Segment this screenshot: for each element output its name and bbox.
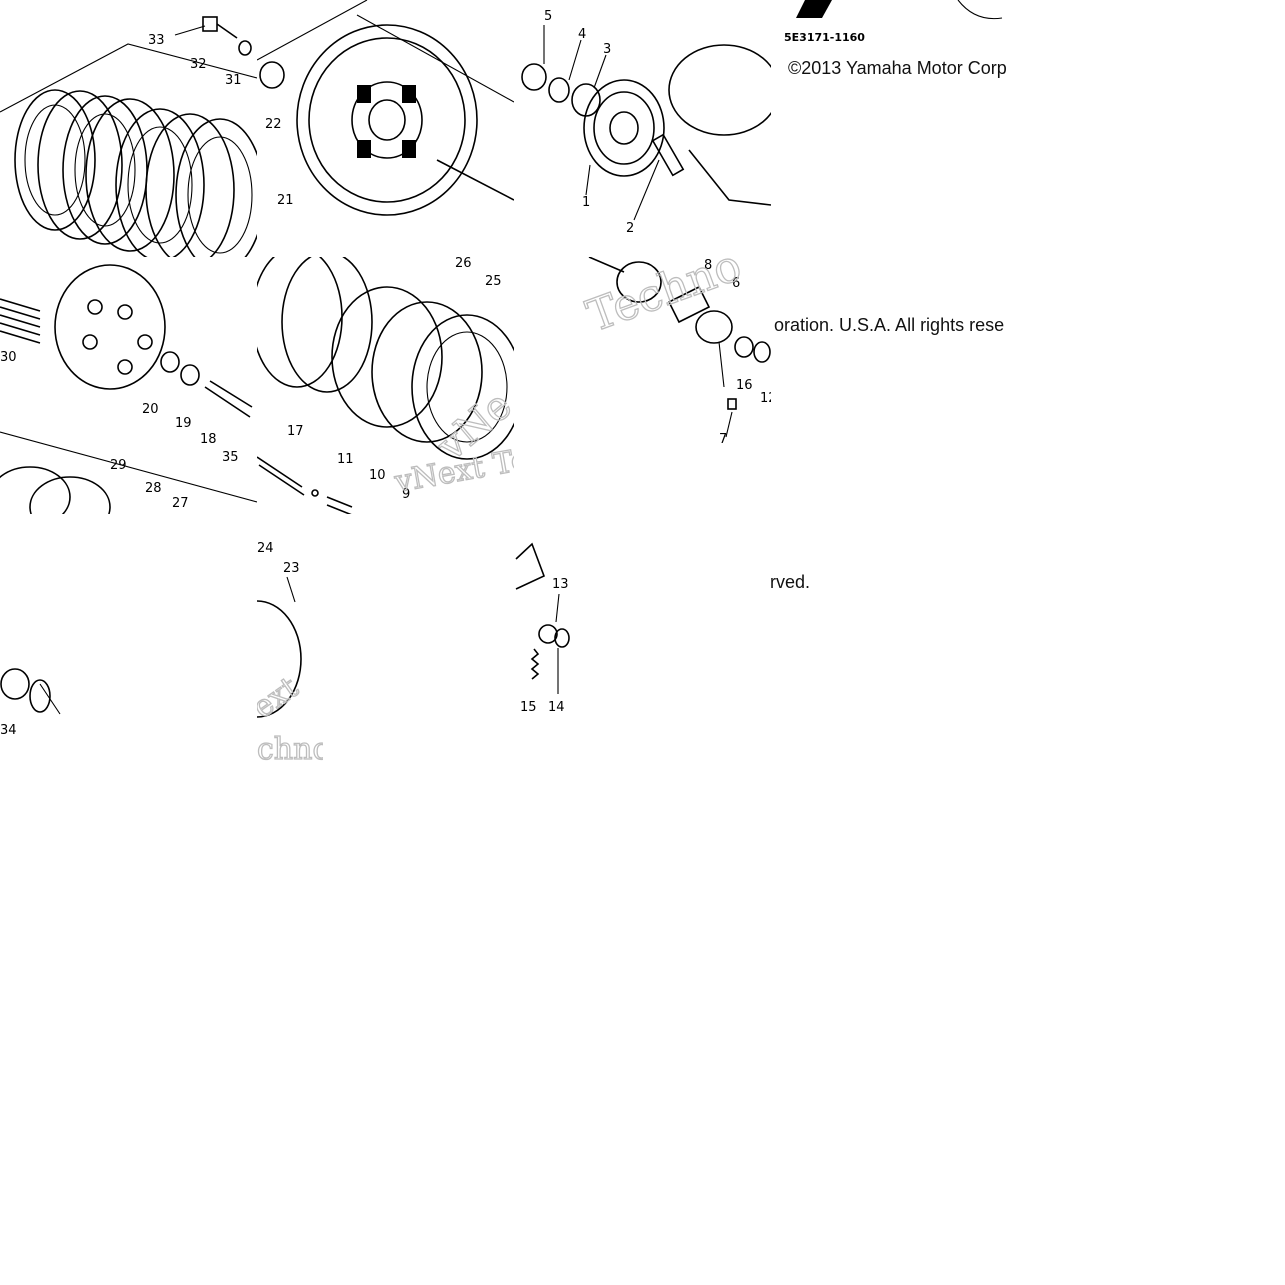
- clutch-plates-drawing: 33 32 31: [0, 16, 257, 257]
- diagram-tile-clutch-plates: 33 32 31: [0, 0, 257, 257]
- diagram-tile-push-lever: 8 6 16 12 7 Techno: [514, 257, 771, 514]
- lever-plate: [616, 261, 662, 303]
- washer-13: [538, 624, 558, 644]
- spring-drawing: 13 14 15: [515, 542, 570, 714]
- diagram-tile-clutch-boss: 26 25 17 11 10 9 vNext Te vNe: [257, 257, 514, 514]
- callout-7: 7: [719, 432, 727, 447]
- lever-8: [667, 285, 711, 324]
- diagram-tile-primary-gear: 5 4 3 1 2: [514, 0, 771, 257]
- pin-7: [727, 398, 737, 410]
- washer-3: [571, 83, 601, 117]
- diagram-tile-pressure-plate: 30 20 19 18 35 29 28 27: [0, 257, 257, 514]
- lever-bracket: [515, 542, 546, 590]
- lower-middle-drawing: 24 23 chno ext: [257, 541, 323, 768]
- callout-11: 11: [337, 452, 354, 467]
- clutch-housing-drawing: 22 21: [257, 0, 514, 216]
- pressure-plate: [54, 264, 166, 390]
- callout-21: 21: [277, 193, 294, 208]
- callout-29: 29: [110, 458, 127, 473]
- copyright-line-2: oration. U.S.A. All rights rese: [774, 315, 1005, 335]
- clutch-housing: [296, 24, 478, 216]
- copyright-line-3: rved.: [770, 572, 811, 592]
- callout-14: 14: [548, 700, 565, 714]
- watermark-text: chno: [257, 732, 323, 767]
- callout-30: 30: [0, 350, 17, 365]
- callout-19: 19: [175, 416, 192, 431]
- washer-32: [238, 40, 252, 56]
- washer-22: [259, 61, 285, 89]
- ball-11: [311, 489, 319, 497]
- callout-20: 20: [142, 402, 159, 417]
- callout-24: 24: [257, 541, 274, 556]
- nut-5: [521, 63, 547, 91]
- callout-3: 3: [603, 42, 611, 57]
- lock-washer-34: [29, 679, 51, 713]
- callout-26: 26: [455, 257, 472, 271]
- crankshaft: [668, 44, 771, 206]
- key-2: [651, 133, 685, 177]
- callout-2: 2: [626, 221, 634, 236]
- primary-gear-drawing: 5 4 3 1 2: [521, 9, 771, 236]
- copyright-line-1: ©2013 Yamaha Motor Corp: [788, 58, 1007, 78]
- bolt-33: [174, 16, 238, 39]
- logo-drawing: [796, 0, 1003, 20]
- watermark-text: ext: [257, 670, 305, 725]
- callout-27: 27: [172, 496, 189, 511]
- callout-33: 33: [148, 33, 165, 48]
- diagram-tile-lower-left: 34: [0, 514, 257, 771]
- nut-14: [554, 628, 570, 648]
- callout-12: 12: [760, 391, 771, 406]
- callout-16: 16: [736, 378, 753, 393]
- callout-34: 34: [0, 723, 17, 738]
- callout-28: 28: [145, 481, 162, 496]
- clutch-boss-drawing: 26 25 17 11 10 9 vNext Te vNe: [257, 257, 514, 514]
- callout-22: 22: [265, 117, 282, 132]
- callout-5: 5: [544, 9, 552, 24]
- callout-25: 25: [485, 274, 502, 289]
- callout-17: 17: [287, 424, 304, 439]
- diagram-tile-spring: 13 14 15: [514, 514, 580, 714]
- primary-driven-gear-23: [257, 600, 302, 718]
- primary-drive-gear: [583, 79, 665, 177]
- callout-9: 9: [402, 487, 410, 502]
- lower-plates: [0, 466, 111, 514]
- shaft-17: [257, 456, 303, 488]
- callout-10: 10: [369, 468, 386, 483]
- push-screw: [588, 257, 625, 273]
- part-code: 5E3171-1160: [784, 31, 865, 44]
- washer-12: [753, 341, 771, 363]
- callout-32: 32: [190, 57, 207, 72]
- callout-15: 15: [520, 700, 537, 714]
- pressure-plate-drawing: 30 20 19 18 35 29 28 27: [0, 264, 257, 514]
- seal-6: [695, 310, 733, 344]
- bearing-16: [734, 336, 754, 358]
- callout-18: 18: [200, 432, 217, 447]
- washer-4: [548, 77, 570, 103]
- push-lever-drawing: 8 6 16 12 7 Techno: [580, 257, 771, 447]
- watermark-text: Techno: [580, 257, 748, 342]
- collar: [0, 668, 30, 700]
- callout-23: 23: [283, 561, 300, 576]
- logo-fragment: [790, 0, 1030, 26]
- callout-8: 8: [704, 258, 712, 273]
- pin-10: [326, 496, 353, 514]
- friction-plate-stack: [14, 89, 257, 257]
- diagram-tile-clutch-housing: 22 21: [257, 0, 514, 257]
- push-rod: [436, 159, 514, 201]
- clutch-plate-group: [257, 257, 514, 460]
- nut-19: [180, 364, 200, 386]
- spring-15: [530, 648, 540, 680]
- callout-1: 1: [582, 195, 590, 210]
- callout-4: 4: [578, 27, 586, 42]
- callout-13: 13: [552, 577, 569, 592]
- callout-31: 31: [225, 73, 242, 88]
- diagram-tile-lower-middle: 24 23 chno ext: [257, 514, 323, 771]
- washer-20: [160, 351, 180, 373]
- callout-6: 6: [732, 276, 740, 291]
- lower-left-drawing: 34: [0, 668, 61, 738]
- callout-35: 35: [222, 450, 239, 465]
- push-rod-18: [204, 380, 253, 418]
- fwd-arrow-icon: [796, 0, 832, 18]
- clutch-springs: [0, 298, 41, 344]
